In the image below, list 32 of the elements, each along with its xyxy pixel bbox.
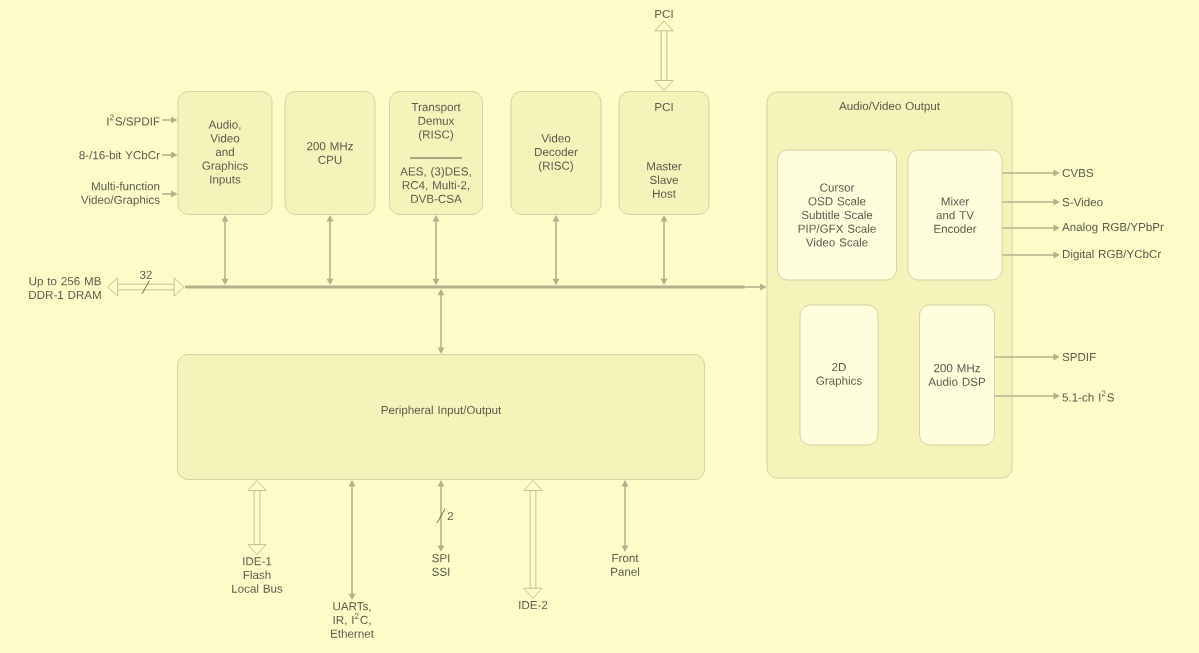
arrow: [621, 480, 629, 552]
bus-arrow: [523, 480, 543, 599]
signal-label: SPI SSI: [432, 554, 450, 576]
inner-block-box: Mixer and TV Encoder: [907, 149, 1003, 281]
inner-block-box: 2D Graphics: [799, 304, 879, 446]
signal-label: S-Video: [1062, 197, 1103, 207]
signal-label: Multi-function Video/Graphics: [81, 181, 160, 207]
signal-label: 5.1-ch I$^{2}$S: [1062, 390, 1114, 402]
inner-block-box: Cursor OSD Scale Subtitle Scale PIP/GFX Scale Video Scale: [777, 149, 897, 281]
block-box: Peripheral Input/Output: [177, 354, 705, 480]
block-box: PCI Master Slave Host: [618, 91, 710, 215]
signal-label: Up to 256 MB DDR-1 DRAM: [29, 277, 101, 299]
bus-arrow: [654, 20, 674, 91]
inner-block-box: 200 MHz Audio DSP: [919, 304, 995, 446]
signal-label: 8-/16-bit YCbCr: [79, 150, 160, 160]
signal-label: Analog RGB/YPbPr: [1062, 222, 1164, 234]
signal-label: IDE-1 Flash Local Bus: [232, 557, 283, 593]
signal-label: IDE-2: [519, 600, 548, 610]
signal-label: I$^{2}$S/SPDIF: [107, 114, 160, 126]
edge-label: 2: [445, 510, 456, 522]
signal-label: UARTs, IR, I$^{2}$C, Ethernet: [331, 602, 374, 638]
block-box: 200 MHz CPU: [284, 91, 376, 215]
block-box: Transport Demux (RISC) AES, (3)DES, RC4, Multi-2, DVB-CSA: [389, 91, 483, 215]
bus-arrow: [247, 480, 267, 555]
signal-label: SPDIF: [1062, 352, 1096, 362]
bus-arrow: [107, 277, 185, 297]
signal-label: PCI: [655, 9, 673, 19]
block-box: Video Decoder (RISC): [510, 91, 602, 215]
signal-label: Digital RGB/YCbCr: [1063, 249, 1162, 261]
signal-label: Front Panel: [611, 554, 640, 576]
block-box: Audio, Video and Graphics Inputs: [177, 91, 273, 215]
signal-label: CVBS: [1062, 168, 1094, 178]
